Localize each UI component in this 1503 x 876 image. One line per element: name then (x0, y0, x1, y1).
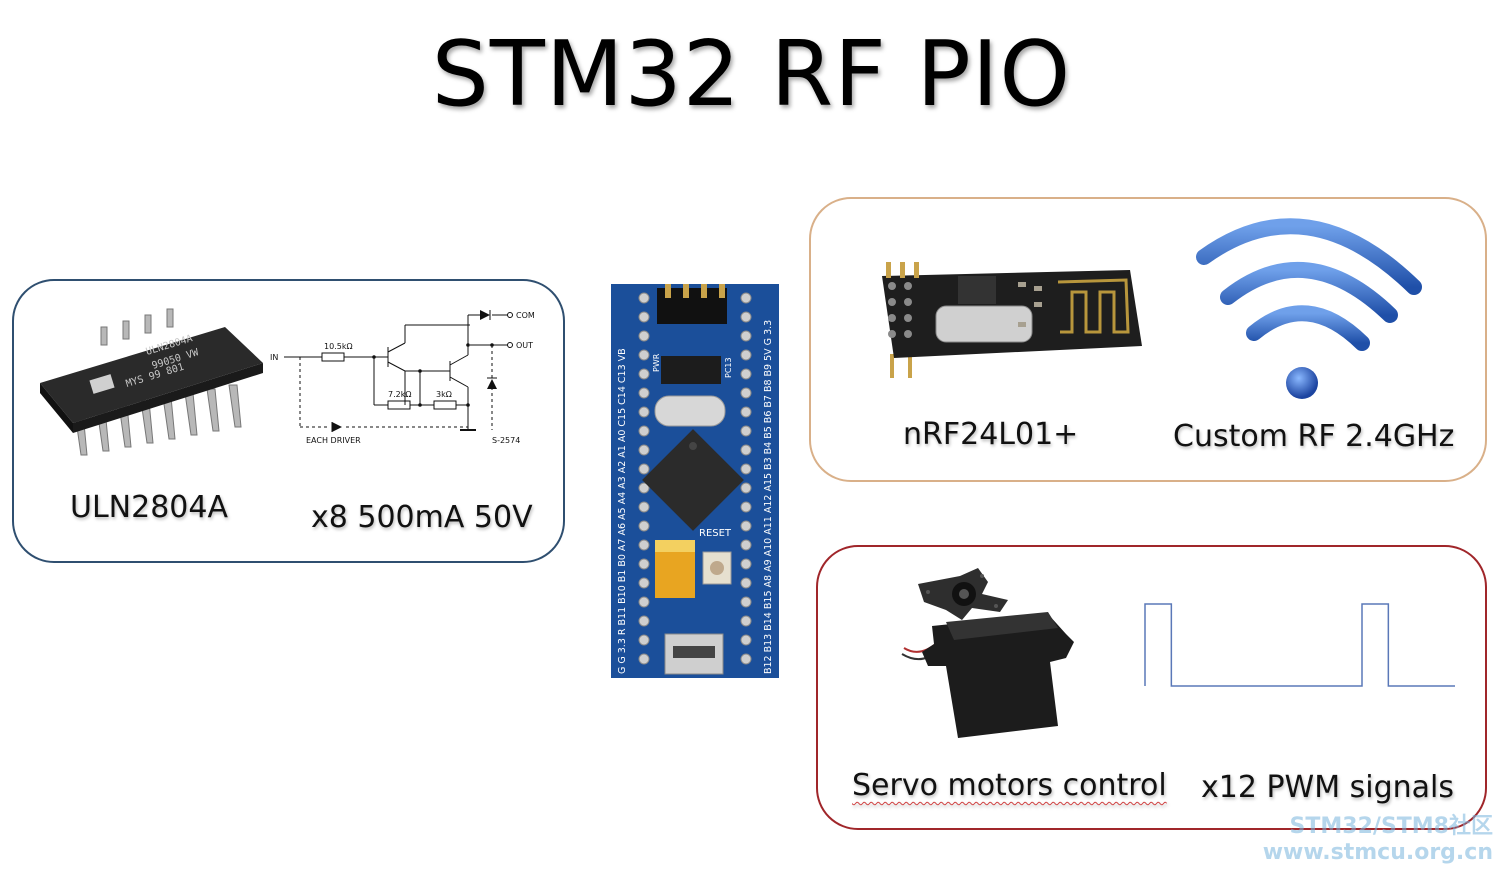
board-pin-hole (740, 444, 752, 456)
uln2804a-chip-image: ULN2804A 99050 VW MYS 99 801 (40, 308, 263, 456)
board-pin-hole (638, 406, 650, 418)
board-pin-hole (740, 596, 752, 608)
st-logo-icon (89, 374, 115, 394)
watermark: STM32/STM8社区 www.stmcu.org.cn (1263, 814, 1493, 866)
board-pin-hole (740, 520, 752, 532)
board-right-pin-labels: B12 B13 B14 B15 A8 A9 A10 A11 A12 A15 B3… (763, 320, 774, 674)
schematic-r3-label: 3kΩ (436, 390, 452, 399)
board-pin-hole (740, 482, 752, 494)
board-pin-hole (740, 634, 752, 646)
board-pin-hole (740, 615, 752, 627)
board-pin-hole (638, 577, 650, 589)
board-pin-hole (638, 387, 650, 399)
pwm-caption: x12 PWM signals (1201, 770, 1455, 805)
board-pin-hole (638, 368, 650, 380)
slide-title: STM32 RF PIO (431, 22, 1072, 127)
board-pin-hole (638, 596, 650, 608)
board-pwr-label: PWR (652, 353, 661, 372)
board-pin-hole (638, 558, 650, 570)
darlington-schematic: IN 10.5kΩ 7.2kΩ 3kΩ COM OUT EACH DRIVER … (270, 310, 535, 445)
custom-rf-caption: Custom RF 2.4GHz (1173, 419, 1455, 454)
board-pin-hole (740, 387, 752, 399)
board-pin-hole (638, 615, 650, 627)
board-pin-hole (740, 406, 752, 418)
board-pin-hole (638, 482, 650, 494)
uln2804a-spec-caption: x8 500mA 50V (311, 500, 533, 535)
board-pin-hole (740, 330, 752, 342)
board-pin-hole (740, 577, 752, 589)
board-pin-hole (740, 539, 752, 551)
board-pin-hole (638, 634, 650, 646)
board-pin-hole (740, 368, 752, 380)
servo-motor-image (901, 568, 1074, 738)
stm32-board-image: G G 3.3 R B11 B10 B1 B0 A7 A6 A5 A4 A3 A… (611, 284, 779, 678)
board-pc13-label: PC13 (724, 357, 733, 378)
board-pin-hole (638, 520, 650, 532)
nrf24l01-module-image (882, 262, 1142, 378)
schematic-driver-label: EACH DRIVER (306, 436, 361, 445)
board-pin-hole (740, 501, 752, 513)
board-pin-hole (638, 311, 650, 323)
schematic-r1-label: 10.5kΩ (324, 342, 353, 351)
schematic-r2-label: 7.2kΩ (388, 390, 411, 399)
pwm-waveform (1144, 603, 1455, 687)
wifi-icon (1196, 218, 1422, 399)
board-reset-label: RESET (699, 528, 732, 539)
schematic-ref-label: S-2574 (492, 436, 520, 445)
board-pin-hole (638, 463, 650, 475)
watermark-line2: www.stmcu.org.cn (1262, 840, 1493, 865)
nrf24l01-caption: nRF24L01+ (903, 417, 1079, 452)
board-pin-hole (740, 311, 752, 323)
board-pin-hole (638, 349, 650, 361)
board-left-pin-labels: G G 3.3 R B11 B10 B1 B0 A7 A6 A5 A4 A3 A… (617, 348, 628, 674)
board-pin-hole (740, 425, 752, 437)
board-pin-hole (638, 330, 650, 342)
servo-caption: Servo motors control (852, 768, 1167, 803)
board-left-pin-holes (638, 292, 650, 665)
schematic-com-label: COM (516, 311, 535, 320)
schematic-out-label: OUT (516, 341, 533, 350)
watermark-line1: STM32/STM8社区 (1289, 814, 1493, 839)
board-pin-hole (638, 539, 650, 551)
uln2804a-caption: ULN2804A (70, 490, 228, 525)
board-pin-hole (638, 653, 650, 665)
board-right-pin-holes (740, 292, 752, 665)
board-pin-hole (638, 501, 650, 513)
schematic-in-label: IN (270, 353, 278, 362)
board-pin-hole (740, 292, 752, 304)
board-pin-hole (638, 425, 650, 437)
board-pin-hole (740, 463, 752, 475)
board-pin-hole (740, 558, 752, 570)
board-pin-hole (638, 292, 650, 304)
board-pin-hole (740, 653, 752, 665)
board-pin-hole (740, 349, 752, 361)
board-pin-hole (638, 444, 650, 456)
